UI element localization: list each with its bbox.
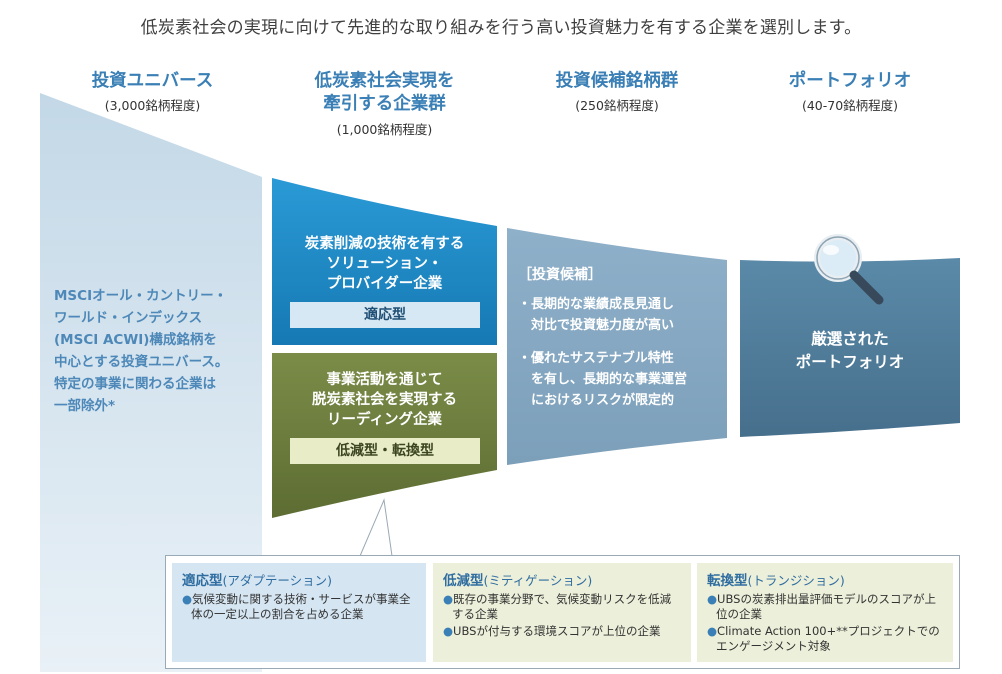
candidate-heading: ［投資候補］ — [518, 267, 602, 283]
column-sub-portfolio: (40-70銘柄程度) — [801, 98, 899, 113]
column-title-leaders-2: 牽引する企業群 — [323, 94, 446, 114]
magnifier-icon — [814, 234, 884, 305]
candidate-item: ・長期的な業績成長見通し 対比で投資魅力度が高い — [518, 297, 675, 333]
legend-transition: 転換型(トランジション) ●UBSの炭素排出量評価モデルのスコアが上位の企業 ●… — [697, 563, 953, 662]
portfolio-label: 厳選された ポートフォリオ — [795, 330, 905, 371]
column-sub-leaders: (1,000銘柄程度) — [336, 122, 433, 137]
column-title-universe: 投資ユニバース — [91, 71, 214, 91]
portfolio-shape — [740, 258, 960, 437]
column-title-candidates: 投資候補銘柄群 — [555, 71, 679, 91]
column-sub-candidates: (250銘柄程度) — [575, 98, 659, 113]
mitigation-shape — [272, 353, 497, 518]
universe-shape — [40, 93, 262, 672]
candidate-item: ・優れたサステナブル特性 を有し、長期的な事業運営 におけるリスクが限定的 — [518, 351, 688, 408]
headline: 低炭素社会の実現に向けて先進的な取り組みを行う高い投資魅力を有する企業を選別しま… — [140, 18, 862, 38]
candidate-shape — [507, 228, 727, 465]
adaptation-tag: 適応型 — [290, 302, 480, 328]
column-title-leaders-1: 低炭素社会実現を — [314, 71, 455, 91]
mitigation-tag: 低減型・転換型 — [290, 438, 480, 464]
legend-adaptation: 適応型(アダプテーション) ●気候変動に関する技術・サービスが事業全体の一定以上… — [172, 563, 426, 662]
mitigation-box-title: 事業活動を通じて 脱炭素社会を実現する リーディング企業 — [312, 372, 457, 428]
column-sub-universe: (3,000銘柄程度) — [104, 98, 201, 113]
legend-mitigation: 低減型(ミティゲーション) ●既存の事業分野で、気候変動リスクを低減する企業 ●… — [433, 563, 691, 662]
universe-description: MSCIオール・カントリー・ ワールド・インデックス (MSCI ACWI)構成… — [54, 288, 229, 414]
callout-pointer — [359, 498, 393, 557]
column-title-portfolio: ポートフォリオ — [788, 71, 912, 91]
adaptation-box-title: 炭素削減の技術を有する ソリューション・ プロバイダー企業 — [304, 236, 465, 292]
